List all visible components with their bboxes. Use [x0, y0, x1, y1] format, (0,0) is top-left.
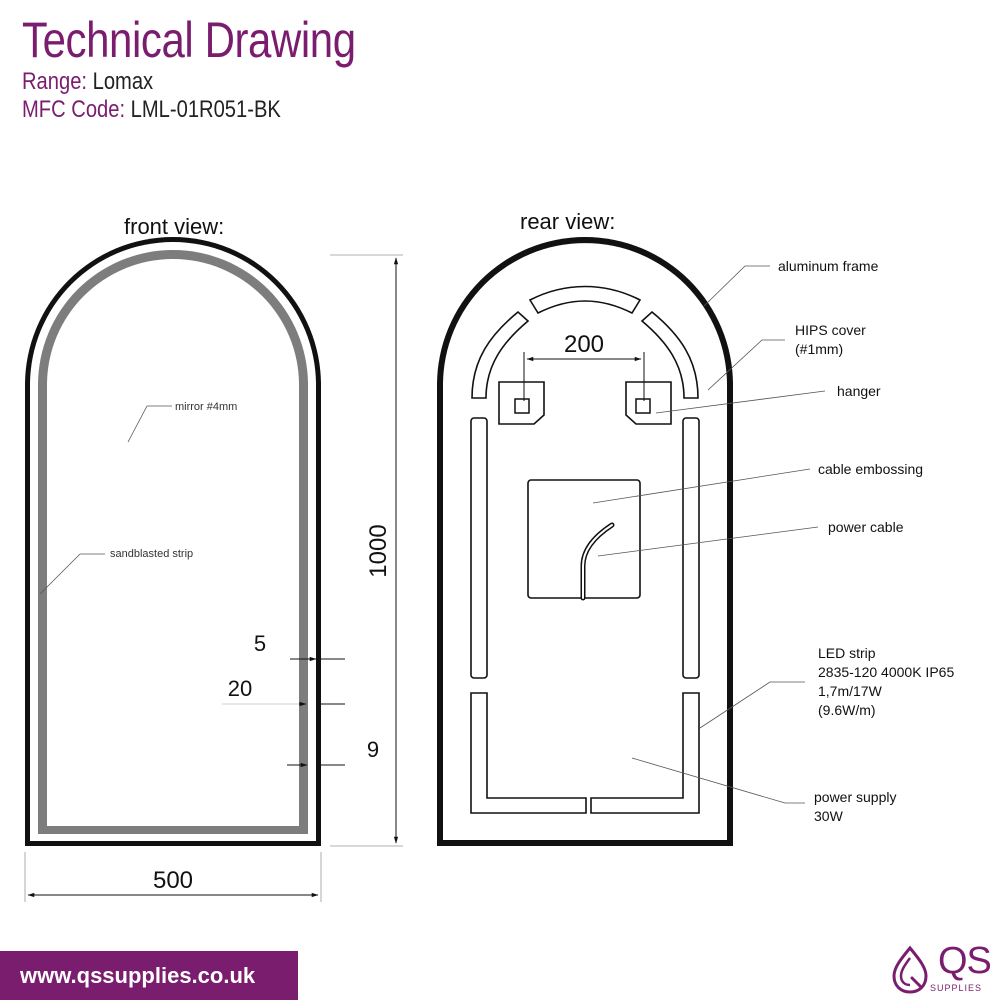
dim-20: 20 [228, 676, 252, 701]
edge-dimension-9: 9 [287, 737, 379, 768]
mirror-label: mirror #4mm [175, 401, 237, 413]
dim-9: 9 [367, 737, 379, 762]
website-banner: www.qssupplies.co.uk [0, 951, 298, 1000]
strip-label: sandblasted strip [110, 548, 193, 560]
code-label: MFC Code: [22, 96, 126, 123]
front-mirror [25, 237, 321, 846]
callout-power-supply: power supply [814, 789, 897, 805]
header: Technical Drawing Range: Lomax MFC Code:… [22, 12, 419, 124]
callout-aluminum-frame: aluminum frame [778, 258, 879, 274]
led-strips [470, 417, 700, 814]
edge-dimension-5: 5 [254, 631, 345, 662]
code-value: LML-01R051-BK [130, 96, 281, 123]
dim-200: 200 [564, 331, 604, 358]
callout-hips-thickness: (#1mm) [795, 341, 843, 357]
page-title: Technical Drawing [22, 12, 356, 68]
range-label: Range: [22, 68, 88, 95]
code-line: MFC Code: LML-01R051-BK [22, 96, 356, 124]
callout-led-spec: 2835-120 4000K IP65 [818, 664, 954, 680]
range-line: Range: Lomax [22, 68, 356, 96]
height-dimension: 1000 [330, 254, 403, 847]
callout-power-supply-watts: 30W [814, 808, 844, 824]
logo-wordmark: QS [938, 940, 992, 982]
dim-5: 5 [254, 631, 266, 656]
callout-power-cable: power cable [828, 519, 904, 535]
hanger-spacing-dimension: 200 [523, 331, 645, 401]
edge-dimension-20: 20 [222, 676, 345, 707]
callout-led-power: 1,7m/17W [818, 683, 883, 699]
website-link[interactable]: www.qssupplies.co.uk [20, 963, 256, 988]
callout-cable-embossing: cable embossing [818, 461, 923, 477]
dim-width: 500 [153, 867, 193, 894]
logo-subtext: SUPPLIES [930, 983, 983, 993]
hanger-right [625, 381, 672, 425]
callout-led-density: (9.6W/m) [818, 702, 876, 718]
callout-led-strip: LED strip [818, 645, 876, 661]
hanger-left [498, 381, 545, 425]
callout-hanger: hanger [837, 383, 881, 399]
range-value: Lomax [92, 68, 154, 95]
callout-hips-cover: HIPS cover [795, 322, 866, 338]
top-led-segments [471, 285, 699, 399]
rear-view-label: rear view: [520, 209, 615, 234]
qs-logo-icon [892, 945, 928, 994]
rear-leaders [592, 265, 826, 804]
strip-leader [39, 553, 81, 595]
front-view-label: front view: [124, 214, 224, 239]
width-dimension: 500 [24, 852, 322, 902]
dim-height: 1000 [365, 524, 392, 577]
mirror-leader [127, 405, 148, 443]
